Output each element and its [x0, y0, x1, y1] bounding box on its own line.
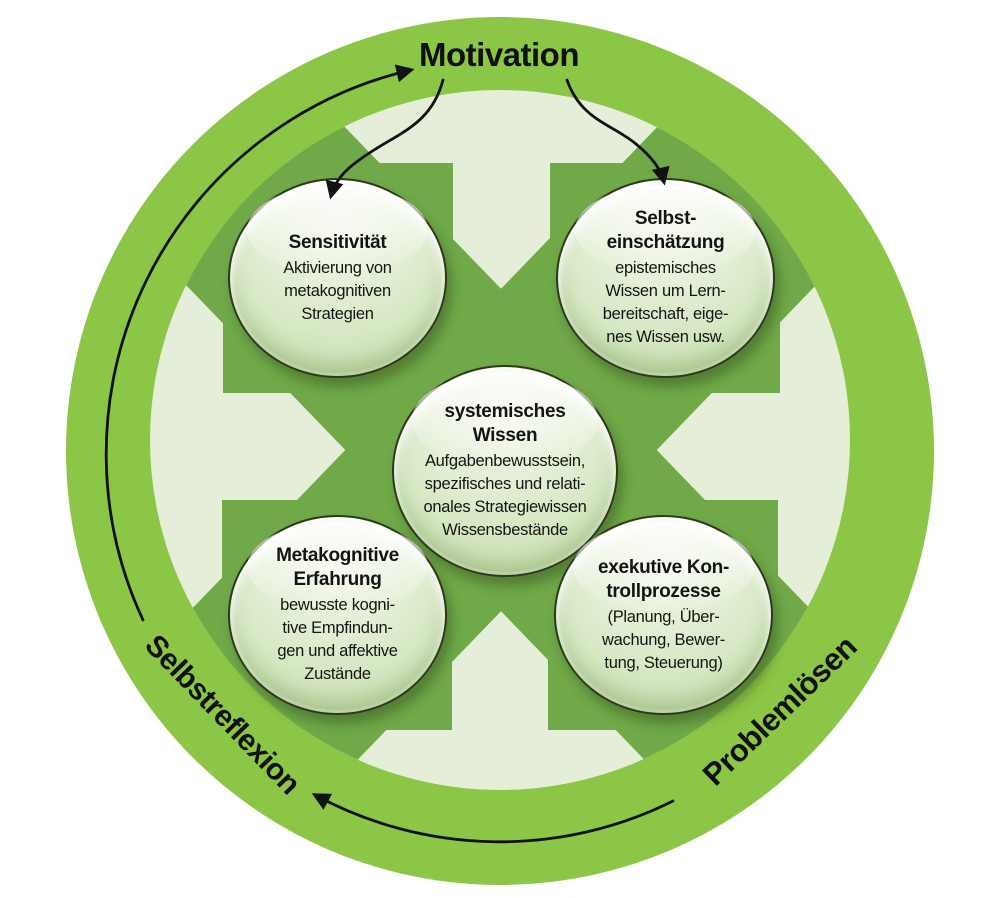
node-body: Aktivierung von metakognitiven Strategie…	[283, 258, 392, 323]
label-motivation: Motivation	[419, 36, 579, 73]
node-sensitivitaet: Sensitivität Aktivierung von metakogniti…	[228, 178, 447, 378]
node-exekutive-kontrollprozesse: exekutive Kon- trollprozesse (Planung, Ü…	[554, 515, 773, 715]
node-metakognitive-erfahrung: Metakognitive Erfahrung bewusste kogni- …	[228, 515, 447, 715]
node-body: Aufgabenbewusstsein, spezifisches und re…	[423, 452, 587, 539]
node-title: exekutive Kon- trollprozesse	[598, 556, 729, 602]
node-title: Selbst- einschätzung	[606, 208, 725, 253]
node-title: Metakognitive Erfahrung	[276, 545, 399, 590]
node-body: (Planung, Über- wachung, Bewer- tung, St…	[602, 607, 725, 672]
node-systemisches-wissen: systemisches Wissen Aufgabenbewusstsein,…	[392, 365, 618, 577]
node-title: systemisches Wissen	[444, 401, 566, 446]
node-selbsteinschaetzung: Selbst- einschätzung epistemisches Wisse…	[556, 178, 775, 378]
node-body: bewusste kogni- tive Empfindun- gen und …	[277, 596, 398, 683]
node-body: epistemisches Wissen um Lern- bereitscha…	[602, 259, 729, 346]
node-title: Sensitivität	[288, 231, 387, 253]
